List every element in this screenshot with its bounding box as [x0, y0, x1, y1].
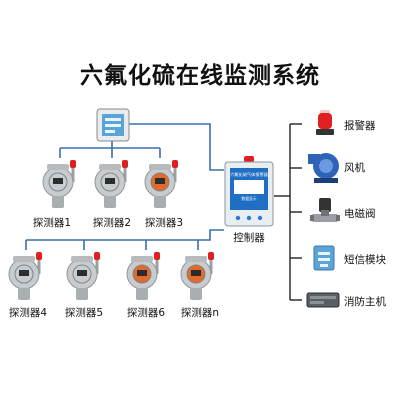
detector-label: 探测器4	[8, 307, 48, 319]
output-label-sms: 短信模块	[344, 254, 386, 266]
detector-device	[180, 252, 214, 300]
controller-device: 六氟化硫气体报警器 数据显示	[224, 156, 274, 227]
solenoid-valve-icon	[310, 198, 340, 222]
sms-module-icon	[313, 245, 335, 271]
detector-label: 探测器3	[144, 217, 184, 229]
controller-label: 控制器	[233, 232, 265, 244]
detector-device	[94, 160, 128, 208]
detector-label: 探测器2	[92, 217, 132, 229]
detector-device	[144, 160, 178, 208]
fire-host-icon	[306, 292, 340, 308]
converter-module	[96, 108, 130, 142]
detector-label: 探测器6	[126, 307, 166, 319]
alarm-light-icon	[316, 110, 334, 135]
detector-label: 探测器5	[64, 307, 104, 319]
controller-screen-title: 六氟化硫气体报警器	[230, 171, 269, 178]
controller-screen-sub: 数据显示	[241, 196, 256, 201]
detector-device	[126, 252, 160, 300]
output-label-fire-host: 消防主机	[344, 296, 386, 308]
detector-label: 探测器1	[32, 217, 72, 229]
detector-label: 探测器n	[180, 307, 220, 319]
detector-device	[8, 252, 42, 300]
output-label-valve: 电磁阀	[344, 208, 376, 220]
fan-icon	[308, 153, 339, 183]
output-label-alarm: 报警器	[344, 120, 376, 132]
diagram-title: 六氟化硫在线监测系统	[80, 63, 320, 89]
detector-device	[42, 160, 76, 208]
detector-device	[66, 252, 100, 300]
output-label-fan: 风机	[344, 162, 365, 174]
